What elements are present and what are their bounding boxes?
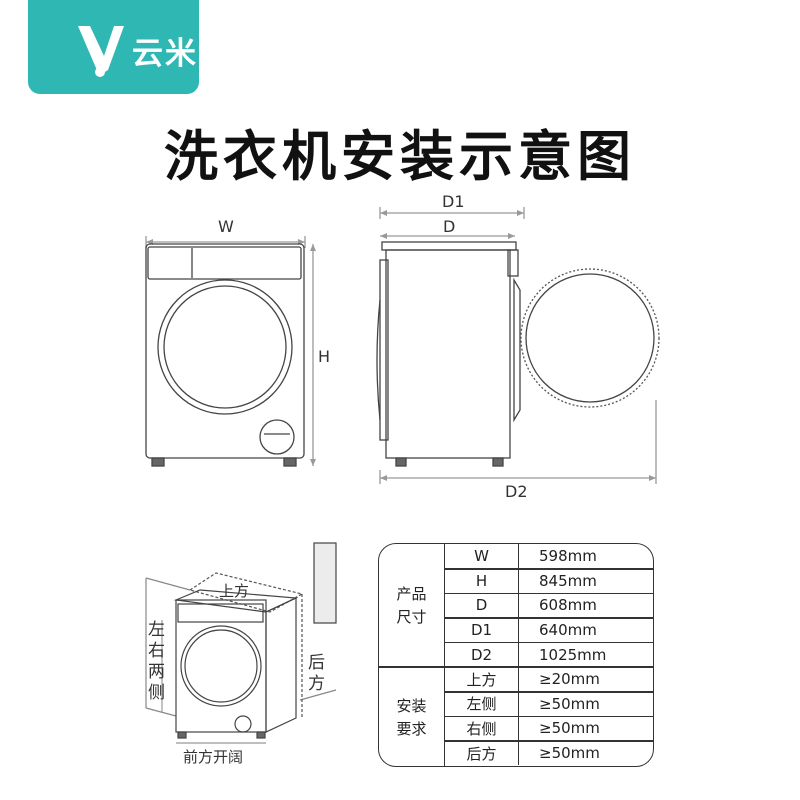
dim-label-d1: D1 [442,192,465,211]
spec-key: D1 [445,617,519,643]
dim-label-d2: D2 [505,482,528,501]
table-rule [445,641,653,644]
table-row: 上方 ≥20mm [445,667,653,692]
spec-value: ≥50mm [539,719,600,738]
logo-v-icon [78,26,124,77]
spec-value: 608mm [539,596,597,615]
spec-group-label: 要求 [396,719,427,738]
brand-name: 云米 [132,36,198,72]
table-rule [445,691,653,693]
table-row: D1 640mm [445,617,653,643]
table-row: W 598mm [445,544,653,569]
spec-value: 598mm [539,547,597,566]
spec-key: D [445,593,519,618]
table-row: D2 1025mm [445,642,653,667]
spec-table: 产品 尺寸 W 598mm H 845mm D 608mm D1 640mm D… [378,543,654,767]
brand-logo: 云米 [28,0,199,94]
spec-group-label: 安装 [396,696,427,715]
spec-value: 640mm [539,621,597,640]
table-row: D 608mm [445,593,653,618]
table-rule [445,592,653,595]
spec-key: 后方 [445,740,519,766]
spec-key: D2 [445,642,519,667]
spec-group-label: 产品 [396,584,427,603]
spec-value: ≥20mm [539,670,600,689]
table-row: H 845mm [445,568,653,594]
spec-group-install-req: 安装 要求 [379,667,445,766]
dim-label-d: D [443,217,455,236]
table-rule [445,617,653,619]
install-label-rear: 后方 [308,653,325,694]
install-label-sides: 左右两侧 [148,620,165,703]
dim-label-w: W [218,217,234,236]
table-row: 右侧 ≥50mm [445,716,653,741]
front-view [145,236,316,467]
spec-key: 左侧 [445,691,519,717]
table-rule [445,568,653,570]
spec-key: 右侧 [445,716,519,741]
spec-key: W [445,544,519,569]
install-view [145,542,337,744]
spec-value: ≥50mm [539,694,600,713]
page-title: 洗衣机安装示意图 [164,125,636,188]
spec-value: 845mm [539,571,597,590]
spec-value: ≥50mm [539,744,600,763]
install-label-top: 上方 [219,582,249,600]
spec-key: 上方 [445,667,519,692]
install-label-front: 前方开阔 [183,748,243,766]
spec-group-label: 尺寸 [396,607,427,626]
table-rule [379,666,653,668]
spec-value: 1025mm [539,645,607,664]
table-row: 后方 ≥50mm [445,740,653,766]
spec-group-product-size: 产品 尺寸 [379,544,445,667]
spec-key: H [445,568,519,594]
table-rule [445,740,653,742]
dim-label-h: H [318,347,330,366]
side-view [376,207,660,484]
table-row: 左侧 ≥50mm [445,691,653,717]
table-rule [445,715,653,718]
